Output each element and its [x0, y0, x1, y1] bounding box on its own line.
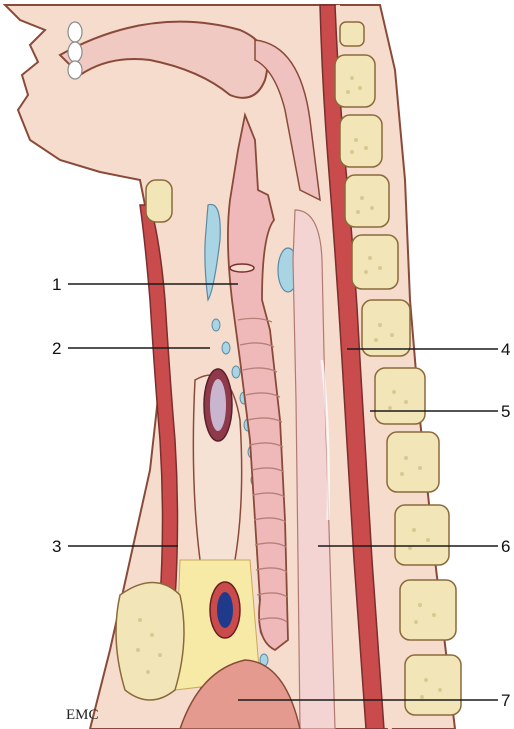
label-6: 6	[501, 537, 510, 556]
label-7: 7	[501, 691, 510, 710]
label-2: 2	[52, 339, 61, 358]
brachiocephalic-vein-lumen	[217, 592, 233, 628]
teeth	[68, 22, 82, 79]
emc-watermark: EMC	[66, 707, 99, 723]
sternum	[116, 583, 184, 701]
glottis	[230, 264, 254, 272]
hyoid-bone	[146, 180, 172, 222]
label-5: 5	[501, 402, 510, 421]
thyroid-gland-inner	[210, 379, 226, 431]
label-1: 1	[52, 275, 61, 294]
label-4: 4	[501, 340, 510, 359]
label-3: 3	[52, 537, 61, 556]
